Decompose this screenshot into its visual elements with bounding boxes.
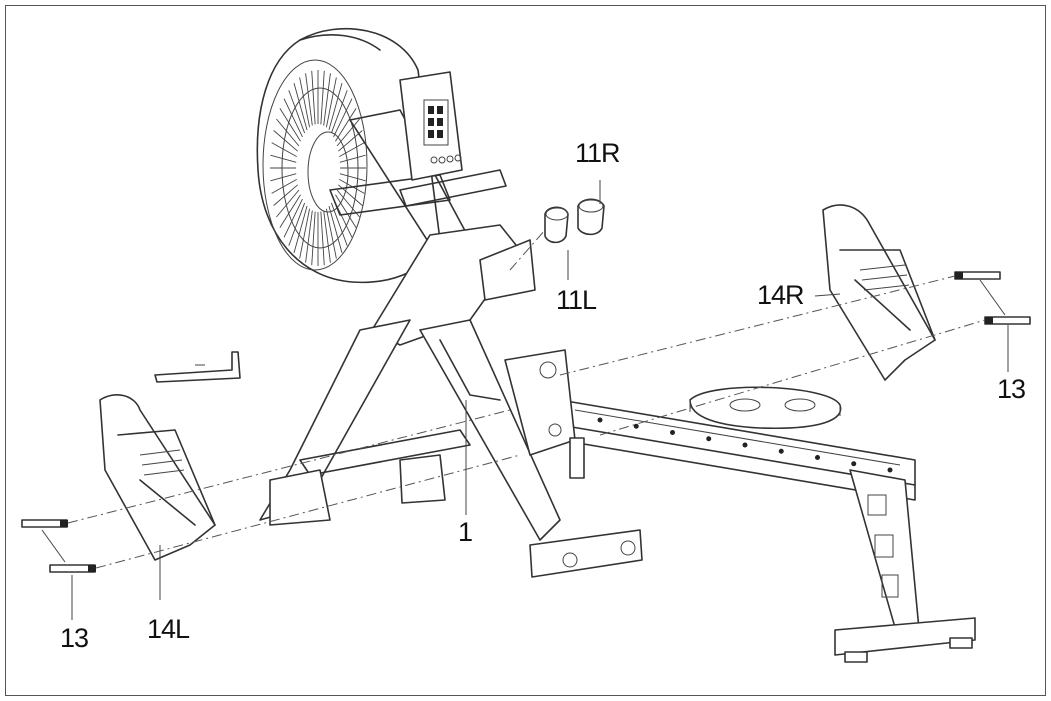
- fan-rib: [339, 154, 366, 163]
- fan-rib: [320, 211, 325, 266]
- label-14L: 14L: [147, 614, 190, 644]
- fan-rib: [305, 73, 313, 126]
- rear-stabilizer: [834, 469, 976, 663]
- fan-rib: [299, 208, 311, 259]
- seat: [689, 386, 842, 430]
- label-11R: 11R: [575, 138, 621, 168]
- rail-hole: [887, 467, 893, 473]
- fan-rib: [279, 108, 301, 142]
- rail-hole: [778, 448, 784, 454]
- fan-rib: [273, 130, 298, 152]
- label-11L: 11L: [556, 285, 597, 315]
- fan-rib: [336, 118, 360, 147]
- fan-rib: [270, 154, 297, 163]
- fan-rib: [328, 205, 343, 253]
- rail-hole: [815, 455, 820, 460]
- fan-rib: [293, 205, 308, 253]
- left-axle-bolts: [21, 409, 521, 620]
- handle-caps: [509, 180, 605, 280]
- left-footrest: [99, 394, 216, 600]
- fan-rib: [311, 211, 316, 266]
- fan-rib: [320, 70, 325, 125]
- fan-rib: [328, 83, 343, 131]
- rail-hole: [597, 417, 603, 423]
- rail-hole: [706, 436, 712, 442]
- monitor: [399, 71, 507, 207]
- fan-rib: [283, 98, 303, 138]
- fan-rib: [339, 173, 366, 182]
- fan-rib: [288, 202, 306, 246]
- fan-rib: [279, 194, 301, 228]
- fan-rib: [276, 189, 300, 218]
- fan-rib: [339, 142, 365, 158]
- fan-rib: [333, 98, 353, 138]
- fan-rib: [335, 108, 357, 142]
- rail-hole: [670, 430, 675, 435]
- flywheel-housing: [256, 27, 471, 284]
- fan-rib: [270, 173, 297, 182]
- fan-rib: [273, 184, 298, 206]
- right-axle-bolts: [559, 271, 1031, 436]
- fan-rib: [330, 202, 348, 246]
- fan-rib: [311, 70, 316, 125]
- rail-hole: [851, 461, 857, 467]
- main-rail: [504, 349, 916, 501]
- fan-rib: [299, 77, 311, 128]
- front-stabilizer: [529, 529, 643, 578]
- fan-rib: [323, 210, 331, 263]
- rail-hole: [742, 442, 748, 448]
- label-13-left: 13: [60, 623, 89, 653]
- right-footrest: [814, 204, 936, 381]
- fan-rib: [271, 142, 297, 158]
- fan-rib: [335, 194, 357, 228]
- fan-rib: [276, 118, 300, 147]
- label-13-right: 13: [997, 374, 1026, 404]
- hex-key: [154, 351, 241, 383]
- rail-hole: [633, 423, 639, 429]
- fan-rib: [271, 178, 297, 194]
- fan-rib: [283, 198, 303, 238]
- fan-rib: [325, 77, 337, 128]
- fan-rib: [323, 73, 331, 126]
- fan-rib: [305, 210, 313, 263]
- front-frame: [259, 224, 561, 541]
- fan-rib: [325, 208, 337, 259]
- fan-rib: [330, 90, 348, 134]
- label-14R: 14R: [757, 280, 805, 310]
- fan-rib: [293, 83, 308, 131]
- label-1: 1: [458, 517, 473, 547]
- fan-rib: [288, 90, 306, 134]
